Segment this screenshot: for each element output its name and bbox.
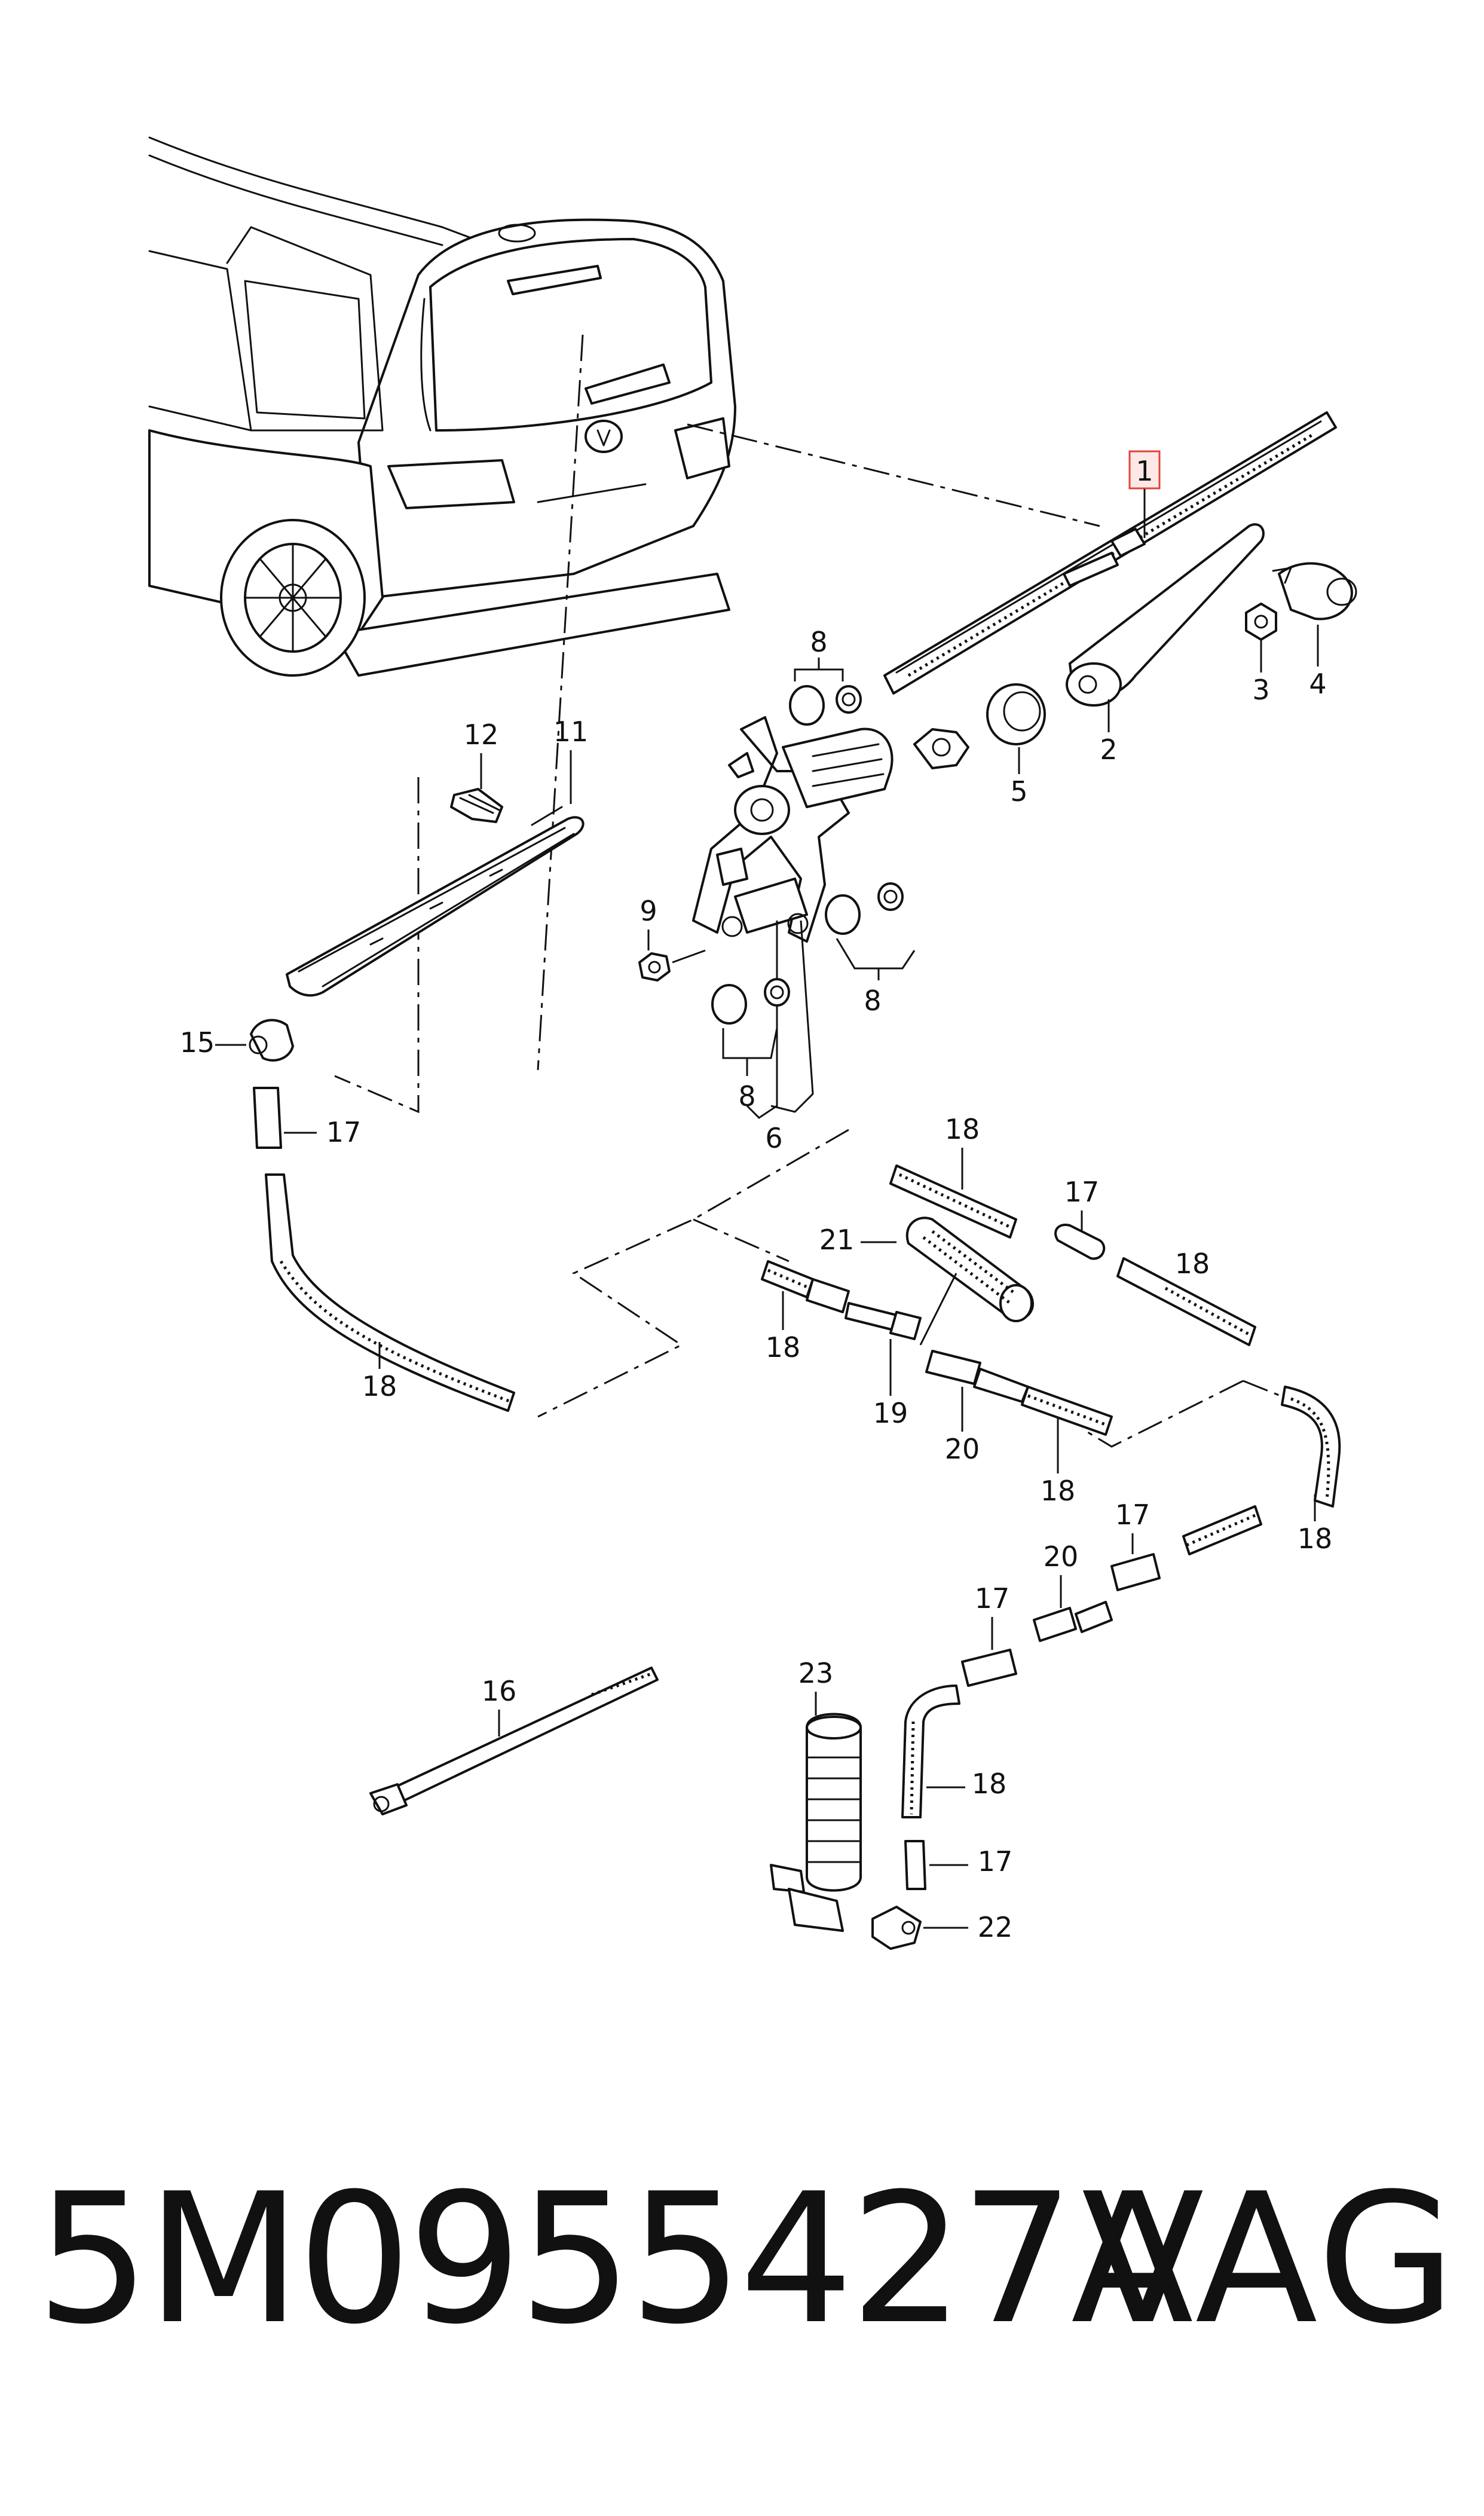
hose-18-center-right <box>1021 1386 1113 1436</box>
connector-17-left <box>253 1087 282 1149</box>
high-mounted-stop-light <box>286 806 585 997</box>
callout-18-center-left: 18 <box>766 1331 801 1364</box>
cap-4 <box>1272 562 1357 620</box>
hose-18-lower <box>901 1685 960 1818</box>
callout-18-lower: 18 <box>972 1768 1007 1800</box>
callout-4: 4 <box>1309 668 1326 700</box>
connector-22 <box>871 1906 922 1950</box>
bushings-upper <box>789 685 862 726</box>
connector-17-lower <box>961 1649 1017 1687</box>
nut-3 <box>1245 603 1277 641</box>
callout-20-center: 20 <box>945 1433 980 1465</box>
parts-diagram: 1 2 3 4 5 <box>148 136 1357 1950</box>
callout-17-right: 17 <box>1115 1499 1151 1531</box>
callout-9: 9 <box>640 895 657 927</box>
callout-18-upper: 18 <box>945 1113 980 1145</box>
brand-name: VAG <box>1081 2155 1458 2364</box>
callout-11: 11 <box>553 716 589 748</box>
bushings-right <box>825 882 904 935</box>
callout-19: 19 <box>873 1397 908 1429</box>
nut-9 <box>638 952 671 982</box>
callout-8-lower: 8 <box>738 1080 755 1112</box>
part-number: 5M0955427A <box>36 2155 1194 2364</box>
callout-17-lower: 17 <box>975 1582 1010 1615</box>
callout-17-upper: 17 <box>1064 1176 1100 1208</box>
callout-18-center-right: 18 <box>1041 1475 1076 1507</box>
bulb-holder-12 <box>450 788 503 823</box>
wiper-motor <box>692 716 894 943</box>
connector-20-center <box>925 1350 1029 1403</box>
footer: 5M0955427A VAG <box>36 2164 1458 2355</box>
callout-23: 23 <box>798 1657 834 1689</box>
callout-1-highlight <box>1128 450 1161 490</box>
washer-pump-23 <box>770 1713 862 1932</box>
callout-6: 6 <box>765 1122 782 1154</box>
hose-18-left <box>265 1173 515 1412</box>
connector-17-upper <box>1054 1224 1106 1260</box>
callout-3: 3 <box>1252 674 1269 706</box>
car-rear-illustration <box>148 136 736 677</box>
valve-19 <box>806 1278 922 1340</box>
callout-20-right: 20 <box>1044 1540 1079 1573</box>
wiper-arm <box>1066 523 1265 707</box>
cover-21 <box>905 1216 1035 1322</box>
hose-18-upper <box>889 1164 1017 1239</box>
callout-21: 21 <box>819 1224 855 1256</box>
hose-18-right <box>1281 1386 1341 1508</box>
callout-16: 16 <box>482 1675 517 1707</box>
callout-15: 15 <box>180 1026 215 1059</box>
hose-18-upper-right <box>1116 1257 1256 1346</box>
connector-20-right <box>1033 1601 1113 1642</box>
hose-18-center-left <box>761 1260 814 1298</box>
bushings-lower <box>711 978 790 1025</box>
hose-18-right-mid <box>1182 1505 1262 1555</box>
connector-17-bottom <box>904 1840 926 1890</box>
cable-tie-16 <box>369 1667 659 1815</box>
callout-18-upper-right: 18 <box>1175 1248 1210 1280</box>
callout-17-left: 17 <box>326 1116 362 1148</box>
callout-22: 22 <box>978 1911 1013 1943</box>
callout-17-bottom: 17 <box>978 1845 1013 1878</box>
callout-8-upper: 8 <box>810 626 827 658</box>
callout-18-right: 18 <box>1298 1523 1333 1555</box>
grommet-5 <box>913 683 1046 769</box>
callout-18-left: 18 <box>362 1370 397 1402</box>
callout-12: 12 <box>464 719 499 751</box>
callout-1: 1 <box>1136 455 1153 487</box>
wiper-blade <box>883 411 1337 695</box>
callout-5: 5 <box>1010 775 1027 808</box>
callout-2: 2 <box>1100 733 1117 766</box>
connector-17-right <box>1110 1553 1161 1591</box>
callout-8-right: 8 <box>864 985 881 1017</box>
washer-nozzle-15 <box>249 1019 294 1062</box>
